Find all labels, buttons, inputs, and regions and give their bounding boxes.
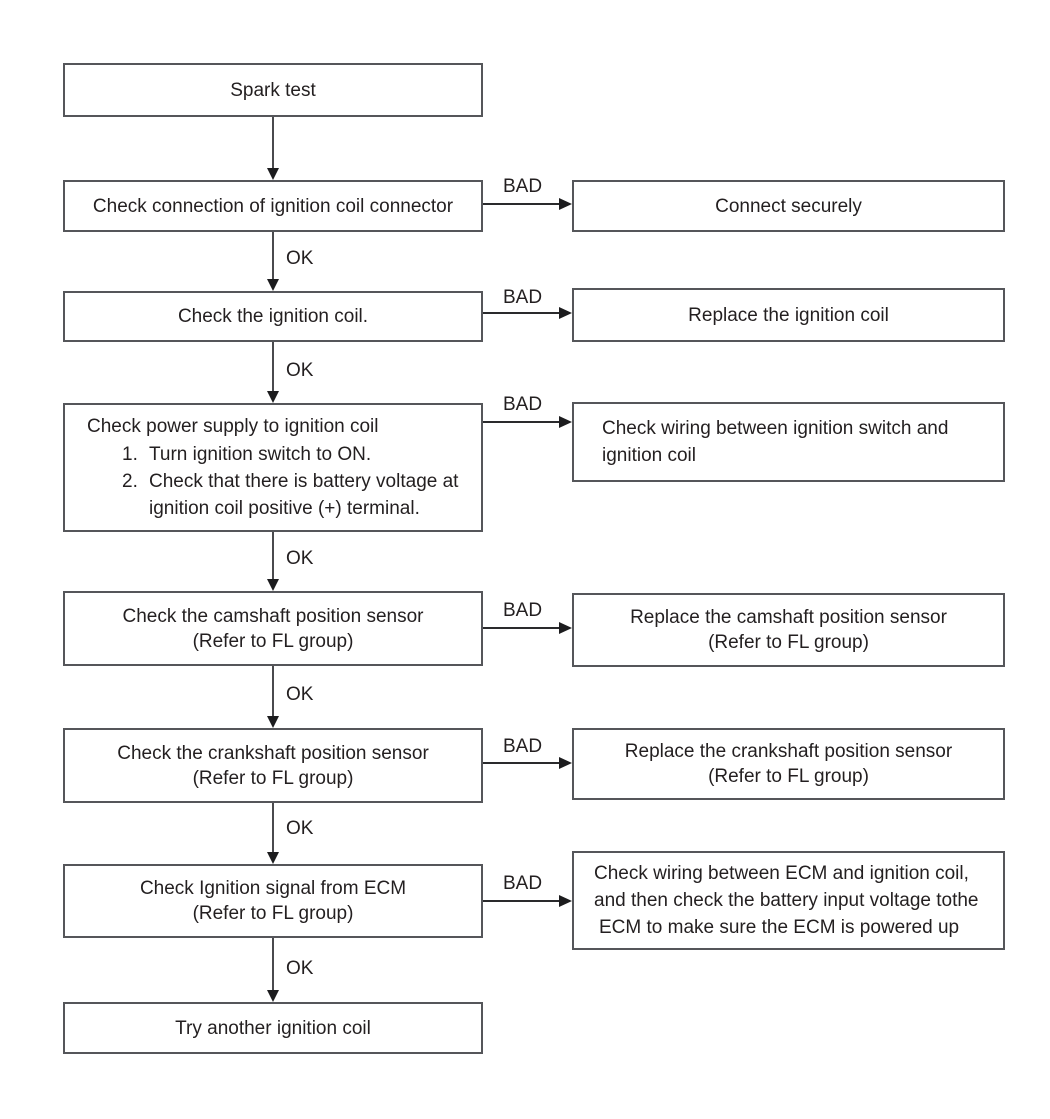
connector-right-1 [483, 203, 560, 205]
bad-label-1: BAD [501, 176, 545, 198]
arrowhead-right-1 [559, 198, 572, 210]
node-connect-securely: Connect securely [572, 180, 1005, 232]
node-replace-camshaft: Replace the camshaft position sensor (Re… [572, 593, 1005, 667]
step-number: 1. [122, 444, 138, 465]
node-label-line2: (Refer to FL group) [708, 766, 869, 787]
node-label-line1: Check the crankshaft position sensor [117, 742, 429, 764]
node-label-line2: ignition coil [602, 445, 696, 466]
bad-label-4: BAD [501, 600, 545, 622]
connector-right-5 [483, 762, 560, 764]
arrowhead-down-2 [267, 279, 279, 291]
arrowhead-right-3 [559, 416, 572, 428]
node-label-line3: ECM to make sure the ECM is powered up [599, 917, 960, 938]
node-replace-ignition-coil: Replace the ignition coil [572, 288, 1005, 342]
step-text: Check that there is battery voltage at i… [149, 468, 458, 522]
node-label-line2: (Refer to FL group) [192, 903, 354, 924]
node-label-line1: Check wiring between ECM and ignition co… [594, 863, 969, 884]
node-label: Check connection of ignition coil connec… [92, 195, 454, 217]
connector-down-2 [272, 232, 274, 280]
connector-right-6 [483, 900, 560, 902]
power-step-2: 2. Check that there is battery voltage a… [122, 468, 481, 522]
bad-label-3: BAD [501, 394, 545, 416]
ok-label-2: OK [284, 360, 316, 382]
node-label-line2: (Refer to FL group) [708, 632, 869, 653]
arrowhead-right-6 [559, 895, 572, 907]
node-try-another-coil: Try another ignition coil [63, 1002, 483, 1054]
connector-down-4 [272, 532, 274, 580]
arrowhead-down-5 [267, 716, 279, 728]
bad-label-5: BAD [501, 736, 545, 758]
node-label-line1: Replace the camshaft position sensor [630, 607, 947, 628]
arrowhead-right-4 [559, 622, 572, 634]
node-check-connection: Check connection of ignition coil connec… [63, 180, 483, 232]
node-replace-crankshaft: Replace the crankshaft position sensor (… [572, 728, 1005, 800]
connector-down-3 [272, 342, 274, 392]
node-label-line2: and then check the battery input voltage… [594, 890, 979, 911]
step-text: Turn ignition switch to ON. [149, 444, 372, 465]
connector-down-6 [272, 803, 274, 853]
node-check-crankshaft: Check the crankshaft position sensor (Re… [63, 728, 483, 803]
node-check-ecm-signal: Check Ignition signal from ECM (Refer to… [63, 864, 483, 938]
node-label: Replace the ignition coil [688, 304, 889, 326]
arrowhead-down-4 [267, 579, 279, 591]
node-label: Check the ignition coil. [177, 306, 369, 327]
step-text-line: Check that there is battery voltage at [149, 471, 459, 492]
connector-down-5 [272, 666, 274, 717]
connector-right-3 [483, 421, 560, 423]
node-check-wiring-switch: Check wiring between ignition switch and… [572, 402, 1005, 482]
connector-down-1 [272, 117, 274, 169]
ok-label-3: OK [284, 548, 316, 570]
arrowhead-down-1 [267, 168, 279, 180]
connector-down-7 [272, 938, 274, 991]
step-number: 2. [122, 471, 138, 492]
node-label-line1: Check the camshaft position sensor [122, 605, 424, 627]
arrowhead-right-5 [559, 757, 572, 769]
bad-label-2: BAD [501, 287, 545, 309]
step-text-line: ignition coil positive (+) terminal. [149, 498, 420, 519]
node-label: Connect securely [715, 195, 862, 217]
node-label-line2: (Refer to FL group) [192, 767, 354, 789]
node-label-line2: (Refer to FL group) [192, 630, 354, 652]
arrowhead-down-7 [267, 990, 279, 1002]
node-label: Spark test [230, 79, 316, 101]
power-step-1: 1. Turn ignition switch to ON. [122, 441, 481, 468]
node-label-line1: Replace the crankshaft position sensor [624, 741, 953, 762]
node-label: Check power supply to ignition coil [87, 416, 379, 437]
node-check-wiring-ecm: Check wiring between ECM and ignition co… [572, 851, 1005, 950]
connector-right-2 [483, 312, 560, 314]
node-check-power-supply: Check power supply to ignition coil 1. T… [63, 403, 483, 532]
connector-right-4 [483, 627, 560, 629]
node-spark-test: Spark test [63, 63, 483, 117]
node-label-line1: Check Ignition signal from ECM [139, 878, 407, 899]
node-label: Try another ignition coil [175, 1017, 371, 1039]
node-check-camshaft: Check the camshaft position sensor (Refe… [63, 591, 483, 666]
node-check-ignition-coil: Check the ignition coil. [63, 291, 483, 342]
ok-label-6: OK [284, 958, 316, 980]
arrowhead-down-3 [267, 391, 279, 403]
bad-label-6: BAD [501, 873, 545, 895]
arrowhead-right-2 [559, 307, 572, 319]
ok-label-4: OK [284, 684, 316, 706]
ok-label-5: OK [284, 818, 316, 840]
node-label-line1: Check wiring between ignition switch and [602, 418, 949, 439]
ok-label-1: OK [284, 248, 316, 270]
arrowhead-down-6 [267, 852, 279, 864]
